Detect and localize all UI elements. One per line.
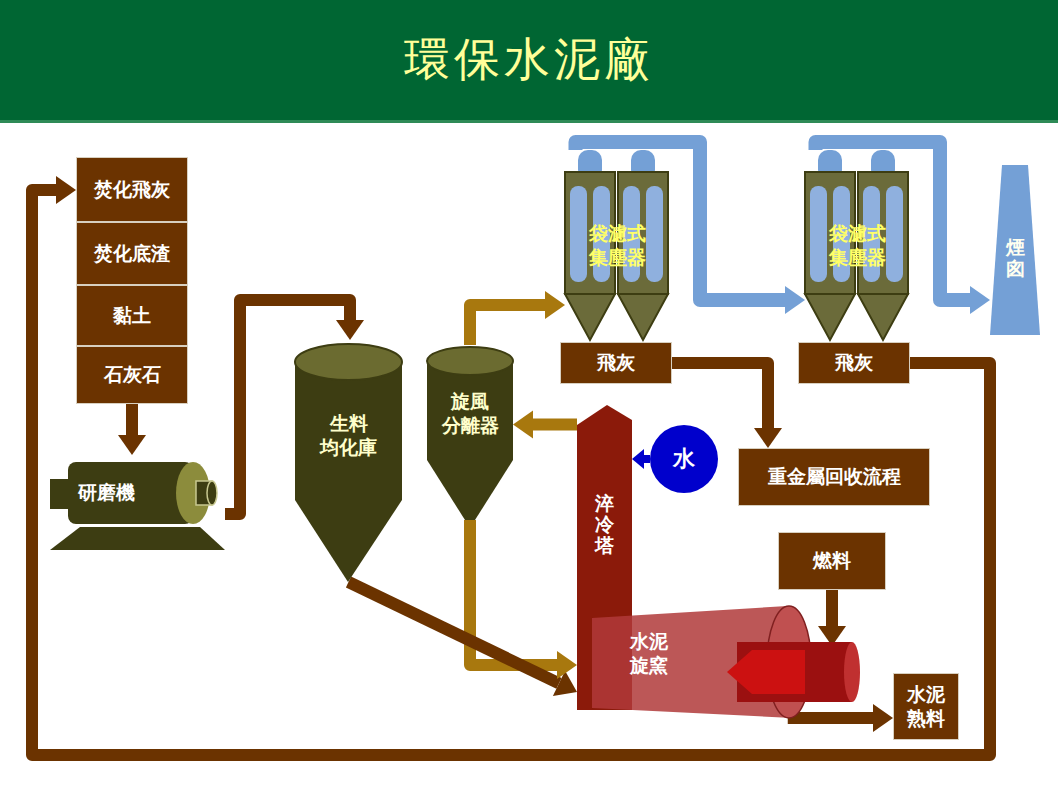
process-box: 重金屬回收流程 <box>738 448 930 506</box>
node-label: 重金屬回收流程 <box>768 465 901 489</box>
rotary-kiln: 水泥 旋窯 <box>577 600 858 718</box>
water-circle: 水 <box>650 425 718 493</box>
feed-box: 焚化底渣 <box>76 222 188 285</box>
node-label: 水泥 熟料 <box>902 683 950 731</box>
homogenizing-silo: 生料 均化庫 <box>295 340 402 582</box>
node-label: 燃料 <box>813 549 851 573</box>
node-label: 水泥 旋窯 <box>619 630 679 678</box>
arrow-head <box>557 651 577 679</box>
arrow-head <box>336 320 364 340</box>
node-label: 飛灰 <box>597 351 635 375</box>
arrow-head <box>118 435 146 455</box>
bag-filter: 袋濾式 集塵器 <box>805 150 910 340</box>
title-text: 環保水泥廠 <box>404 29 654 91</box>
arrow-head <box>513 411 533 439</box>
flow-connector <box>349 582 559 683</box>
flow-connector <box>826 590 838 626</box>
node-label: 袋濾式 集塵器 <box>566 222 670 270</box>
arrow-head <box>553 671 577 696</box>
grinder: 研磨機 <box>50 455 225 550</box>
node-label: 黏土 <box>113 304 151 328</box>
arrow-head <box>754 428 782 448</box>
clinker-box: 水泥 熟料 <box>893 673 959 740</box>
title-box: 環保水泥廠 <box>0 0 1058 120</box>
node-label: 袋濾式 集塵器 <box>806 222 910 270</box>
flow-connector <box>788 712 873 724</box>
bag-filter-outline <box>805 150 910 340</box>
quench-tower: 淬冷塔 <box>577 405 632 600</box>
bag-filter-outline <box>565 150 670 340</box>
grinder-outline <box>50 455 225 550</box>
node-label: 研磨機 <box>78 481 135 505</box>
feed-box: 焚化飛灰 <box>76 157 188 222</box>
flow-connector <box>816 142 971 300</box>
feed-box: 石灰石 <box>76 346 188 404</box>
rotary-kiln-outline <box>577 600 858 718</box>
bag-filter: 袋濾式 集塵器 <box>565 150 670 340</box>
node-label: 淬冷塔 <box>595 493 614 556</box>
node-label: 水 <box>673 445 695 473</box>
arrow-head <box>785 286 805 314</box>
flow-connector <box>672 363 768 428</box>
flow-connector <box>576 142 786 300</box>
fuel-box: 燃料 <box>778 532 886 590</box>
node-label: 飛灰 <box>835 351 873 375</box>
arrow-head <box>873 704 893 732</box>
homogenizing-silo-outline <box>295 340 402 582</box>
arrow-head <box>56 176 76 204</box>
arrow-head <box>545 291 565 319</box>
flow-connector <box>470 305 545 345</box>
flow-connector <box>126 404 138 435</box>
chimney: 煙囪 <box>990 165 1040 335</box>
node-label: 焚化飛灰 <box>94 178 170 202</box>
node-label: 石灰石 <box>104 363 161 387</box>
arrow-head <box>970 286 990 314</box>
cyclone-separator: 旋風 分離器 <box>427 345 513 520</box>
node-label: 旋風 分離器 <box>428 390 512 438</box>
node-label: 煙囪 <box>1006 237 1025 279</box>
flow-connector <box>533 419 577 431</box>
arrow-head <box>632 449 644 469</box>
fly-ash-box: 飛灰 <box>798 342 910 384</box>
fly-ash-box: 飛灰 <box>560 342 672 384</box>
feed-box: 黏土 <box>76 285 188 346</box>
node-label: 生料 均化庫 <box>299 412 399 460</box>
node-label: 焚化底渣 <box>94 242 170 266</box>
